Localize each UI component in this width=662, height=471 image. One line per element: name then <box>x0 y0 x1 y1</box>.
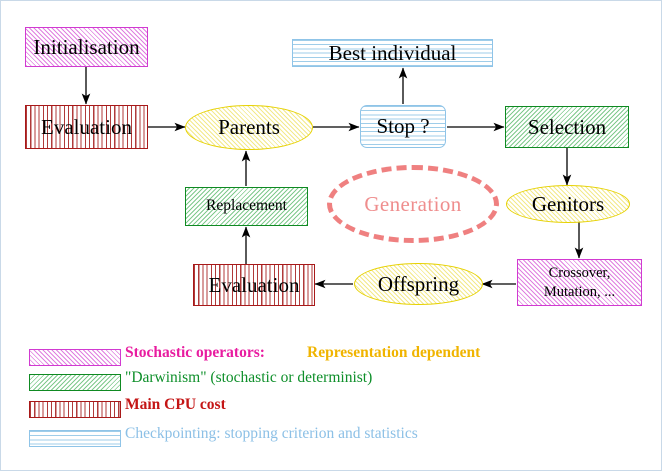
node-evaluation-top-label: Evaluation <box>41 114 132 139</box>
node-genitors[interactable]: Genitors <box>506 185 630 223</box>
node-offspring[interactable]: Offspring <box>354 263 483 305</box>
node-replacement[interactable]: Replacement <box>185 187 308 226</box>
node-crossover-mutation-label: Crossover, Mutation, ... <box>543 265 616 300</box>
node-evaluation-bottom-label: Evaluation <box>208 272 300 297</box>
legend-swatch-green-hatch <box>29 374 121 391</box>
node-generation-label: Generation <box>364 191 462 216</box>
legend-row-cpu-cost: Main CPU cost <box>1 395 661 422</box>
node-offspring-label: Offspring <box>377 271 460 296</box>
node-crossover-mutation[interactable]: Crossover, Mutation, ... <box>517 259 642 306</box>
node-best-individual[interactable]: Best individual <box>292 39 493 67</box>
node-best-individual-label: Best individual <box>328 40 457 65</box>
legend-label-representation-dependent: Representation dependent <box>307 344 481 361</box>
node-parents-label: Parents <box>218 115 280 140</box>
node-generation: Generation <box>327 165 499 243</box>
node-stop[interactable]: Stop ? <box>360 105 446 148</box>
legend-row-darwinism: "Darwinism" (stochastic or determinist) <box>1 368 661 395</box>
legend: Stochastic operators: Representation dep… <box>1 341 661 449</box>
legend-swatch-blue-hatch <box>29 430 121 447</box>
node-replacement-label: Replacement <box>206 197 287 215</box>
node-selection[interactable]: Selection <box>505 106 629 148</box>
node-genitors-label: Genitors <box>531 191 605 216</box>
node-initialisation[interactable]: Initialisation <box>25 27 148 67</box>
legend-swatch-magenta-hatch <box>29 349 121 366</box>
legend-label-darwinism: "Darwinism" (stochastic or determinist) <box>125 369 373 386</box>
legend-label-stochastic-operators: Stochastic operators: <box>125 344 265 361</box>
legend-row-checkpointing: Checkpointing: stopping criterion and st… <box>1 422 661 449</box>
node-selection-label: Selection <box>527 114 607 139</box>
node-parents[interactable]: Parents <box>185 105 313 150</box>
node-evaluation-bottom[interactable]: Evaluation <box>193 264 315 306</box>
legend-label-checkpointing: Checkpointing: stopping criterion and st… <box>125 425 418 442</box>
legend-label-main-cpu-cost: Main CPU cost <box>125 396 226 413</box>
legend-swatch-red-hatch <box>29 401 121 418</box>
legend-row-stochastic: Stochastic operators: Representation dep… <box>1 341 661 368</box>
node-initialisation-label: Initialisation <box>33 34 140 59</box>
node-stop-label: Stop ? <box>376 114 430 139</box>
node-evaluation-top[interactable]: Evaluation <box>25 105 148 149</box>
